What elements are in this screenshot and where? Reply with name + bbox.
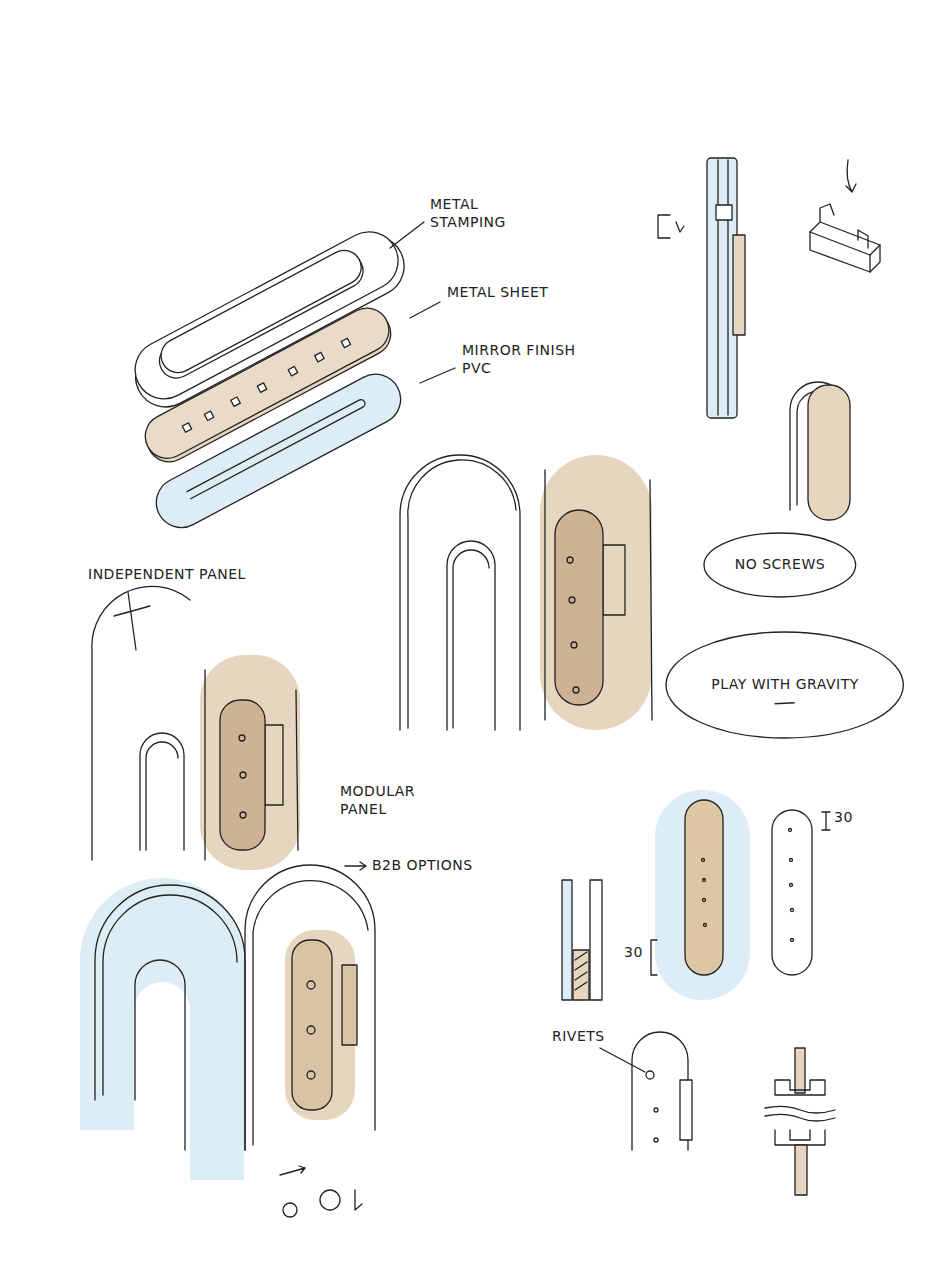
note-ellipse: PLAY WITH GRAVITY bbox=[664, 630, 905, 740]
note-text: NO SCREWS bbox=[735, 556, 825, 574]
clip-detail bbox=[810, 160, 880, 272]
part-label: METAL SHEET bbox=[447, 284, 597, 302]
leader-line bbox=[390, 222, 455, 383]
part-label: MODULAR PANEL bbox=[340, 783, 425, 818]
joint-section bbox=[562, 880, 657, 1000]
note-ellipse: NO SCREWS bbox=[702, 531, 858, 599]
mirror-pvc bbox=[148, 365, 410, 536]
note-text: PLAY WITH GRAVITY bbox=[711, 676, 859, 694]
rivet-detail bbox=[600, 1032, 692, 1150]
part-label: INDEPENDENT PANEL bbox=[88, 566, 288, 584]
part-label: METAL STAMPING bbox=[430, 196, 540, 231]
part-label: B2B OPTIONS bbox=[372, 857, 502, 875]
part-label: RIVETS bbox=[552, 1028, 632, 1046]
independent-panel bbox=[92, 586, 300, 870]
arrow bbox=[345, 862, 366, 870]
small-panel bbox=[790, 382, 850, 520]
part-label: MIRROR FINISH PVC bbox=[462, 342, 592, 377]
modular-arches bbox=[80, 865, 375, 1217]
panel-elevation bbox=[655, 790, 830, 1000]
side-section bbox=[658, 158, 745, 418]
arch-panel bbox=[400, 455, 652, 730]
part-label: 30 bbox=[834, 809, 874, 827]
part-label: 30 bbox=[624, 944, 650, 962]
hinge-detail bbox=[765, 1048, 835, 1195]
